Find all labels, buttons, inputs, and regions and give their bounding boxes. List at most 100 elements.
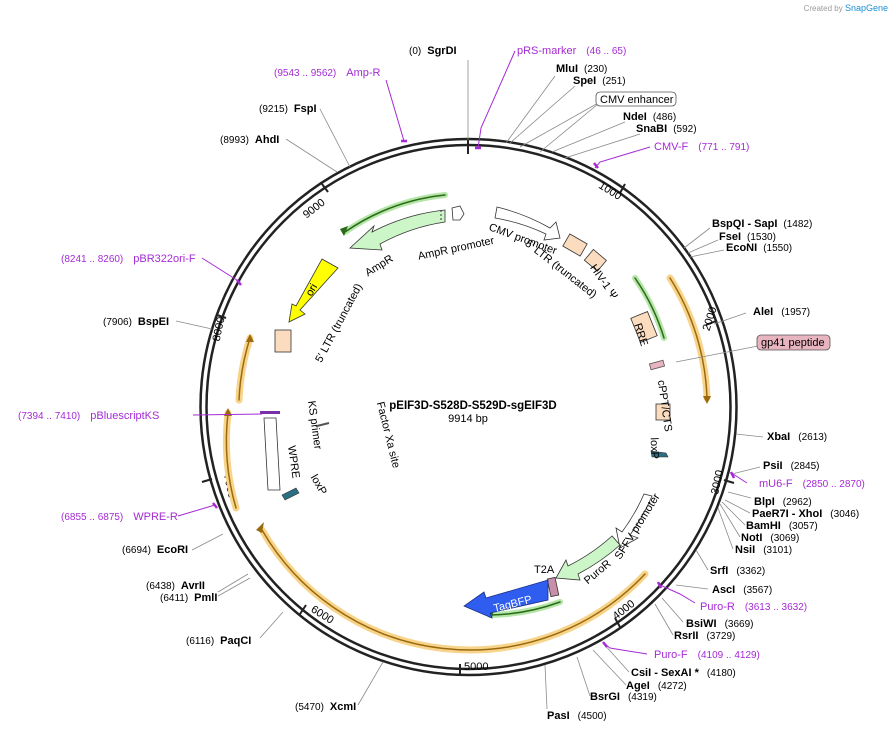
enzyme-pos-mlui: (230) <box>584 64 607 75</box>
primer-prs-marker[interactable]: pRS-marker <box>517 45 577 57</box>
ori-label: ori <box>304 282 321 299</box>
enzyme-ecori[interactable]: EcoRI <box>157 544 188 556</box>
cmv-promoter-arrow[interactable] <box>494 206 561 241</box>
primer-puro-f[interactable]: Puro-F <box>654 649 688 661</box>
orange-band-bottom-head <box>256 522 264 533</box>
enzyme-sgrdi[interactable]: SgrDI <box>427 45 456 57</box>
cmv-enhancer-tag[interactable] <box>595 91 677 107</box>
enzyme-nsii[interactable]: NsiI <box>735 544 755 556</box>
orange-band-right-head <box>703 396 711 404</box>
enzyme-bsrgi[interactable]: BsrGI <box>590 691 620 703</box>
primer-mu6-f[interactable]: mU6-F <box>759 478 793 490</box>
primer-pbluescriptks[interactable]: pBluescriptKS <box>90 410 159 422</box>
enzyme-bspei[interactable]: BspEI <box>138 316 169 328</box>
svg-text:PsiI(2845): PsiI (2845) <box>763 460 819 472</box>
ks-primer-marker[interactable] <box>260 411 280 414</box>
svg-text:EcoNI(1550): EcoNI(1550) <box>726 242 792 254</box>
sffv-promoter-arrow[interactable] <box>615 493 653 549</box>
enzyme-xbai[interactable]: XbaI <box>767 431 790 443</box>
green-band-bottom <box>489 601 561 616</box>
enzyme-bspqi-sapi[interactable]: BspQI - SapI <box>712 218 777 230</box>
primer-pos-pbluescriptks: (7394 .. 7410) <box>18 411 80 422</box>
svg-text:BlpI(2962): BlpI(2962) <box>754 496 812 508</box>
enzyme-csii-sexai[interactable]: CsiI - SexAI * <box>631 667 700 679</box>
hiv1-psi-box[interactable] <box>583 248 607 272</box>
svg-text:(6116)PaqCI: (6116)PaqCI <box>186 635 251 647</box>
orange-band-bottom-glow <box>258 526 649 654</box>
t2a-label: T2A <box>534 564 555 576</box>
tick-label-1000: 1000 <box>596 180 623 203</box>
enzyme-leader-lines <box>175 60 764 710</box>
cppt-cts-box[interactable] <box>655 403 671 421</box>
plasmid-size: 9914 bp <box>448 413 488 425</box>
orange-bands <box>222 274 711 654</box>
enzyme-pasi[interactable]: PasI <box>547 710 570 722</box>
t2a-box[interactable] <box>546 576 560 598</box>
svg-text:Puro-R(3613 .. 3632): Puro-R (3613 .. 3632) <box>700 601 807 613</box>
enzyme-mlui[interactable]: MluI <box>556 63 578 75</box>
enzyme-asci[interactable]: AscI <box>712 584 735 596</box>
enzyme-paer7i-xhoi[interactable]: PaeR7I - XhoI <box>752 508 822 520</box>
enzyme-bamhi[interactable]: BamHI <box>746 520 781 532</box>
primer-leader-lines <box>177 50 748 655</box>
enzyme-pos-pmli: (6411) <box>160 593 188 604</box>
loxp-left-marker[interactable] <box>281 487 300 501</box>
tagbfp-arrow[interactable] <box>463 579 549 619</box>
tick-6000 <box>299 604 307 615</box>
svg-text:AgeI(4272): AgeI(4272) <box>626 680 687 692</box>
primer-cmv-f[interactable]: CMV-F <box>654 141 689 153</box>
svg-text:(6694)EcoRI: (6694)EcoRI <box>122 544 188 556</box>
svg-text:NotI(3069): NotI(3069) <box>741 532 799 544</box>
enzyme-pos-fsei: (1530) <box>747 232 776 243</box>
primer-pos-puro-r: (3613 .. 3632) <box>745 602 807 613</box>
svg-text:(7394 .. 7410)pBluescriptKS: (7394 .. 7410) pBluescriptKS <box>18 410 159 422</box>
svg-text:SpeI(251): SpeI(251) <box>573 75 626 87</box>
gp41-tag[interactable] <box>756 334 831 351</box>
enzyme-ahdi[interactable]: AhdI <box>255 134 279 146</box>
svg-text:SnaBI(592): SnaBI(592) <box>636 123 697 135</box>
svg-text:XbaI(2613): XbaI(2613) <box>767 431 827 443</box>
enzyme-pos-bamhi: (3057) <box>789 521 818 532</box>
enzyme-alei[interactable]: AleI <box>753 306 773 318</box>
enzyme-psii[interactable]: PsiI <box>763 460 783 472</box>
svg-text:pRS-marker(46 .. 65): pRS-marker(46 .. 65) <box>517 45 626 57</box>
enzyme-bsiwi[interactable]: BsiWI <box>686 618 717 630</box>
svg-text:BsiWI(3669): BsiWI(3669) <box>686 618 753 630</box>
primer-pbr322ori-f[interactable]: pBR322ori-F <box>133 253 196 265</box>
primer-puro-r[interactable]: Puro-R <box>700 601 735 613</box>
loxp-right-marker[interactable] <box>650 450 669 458</box>
ori-arrow[interactable] <box>288 258 339 323</box>
enzyme-agei[interactable]: AgeI <box>626 680 650 692</box>
ltr-top-box[interactable] <box>562 233 588 257</box>
enzyme-blpi[interactable]: BlpI <box>754 496 775 508</box>
enzyme-srfi[interactable]: SrfI <box>710 565 728 577</box>
sffv-promoter-label: SFFV promoter <box>613 491 663 561</box>
enzyme-pos-psii: (2845) <box>791 461 820 472</box>
enzyme-spei[interactable]: SpeI <box>573 75 596 87</box>
enzyme-fspi[interactable]: FspI <box>294 103 317 115</box>
enzyme-fsei[interactable]: FseI <box>719 231 741 243</box>
ampr-arrow[interactable] <box>349 209 446 251</box>
enzyme-pmli[interactable]: PmlI <box>194 592 217 604</box>
puror-arrow[interactable] <box>555 535 621 581</box>
primer-amp-r[interactable]: Amp-R <box>346 67 380 79</box>
enzyme-avrii[interactable]: AvrII <box>181 580 205 592</box>
enzyme-snabi[interactable]: SnaBI <box>636 123 667 135</box>
primer-wpre-r[interactable]: WPRE-R <box>133 511 178 523</box>
enzyme-econi[interactable]: EcoNI <box>726 242 757 254</box>
loxp-right-label: loxP <box>648 437 661 459</box>
enzyme-xcmi[interactable]: XcmI <box>330 701 356 713</box>
rre-box[interactable] <box>630 311 658 343</box>
ampr-promoter-shape[interactable] <box>451 205 465 221</box>
wpre-box[interactable] <box>263 417 281 491</box>
enzyme-paqci[interactable]: PaqCI <box>220 635 251 647</box>
orange-band-bottom <box>261 529 646 651</box>
orange-band-left-b-head <box>246 334 254 342</box>
svg-text:MluI(230): MluI (230) <box>556 63 607 75</box>
enzyme-rsrii[interactable]: RsrII <box>674 630 698 642</box>
loxp-left-label: loxP <box>308 473 329 498</box>
enzyme-ndei[interactable]: NdeI <box>623 111 647 123</box>
enzyme-noti[interactable]: NotI <box>741 532 762 544</box>
ltr-left-box[interactable] <box>274 329 292 353</box>
